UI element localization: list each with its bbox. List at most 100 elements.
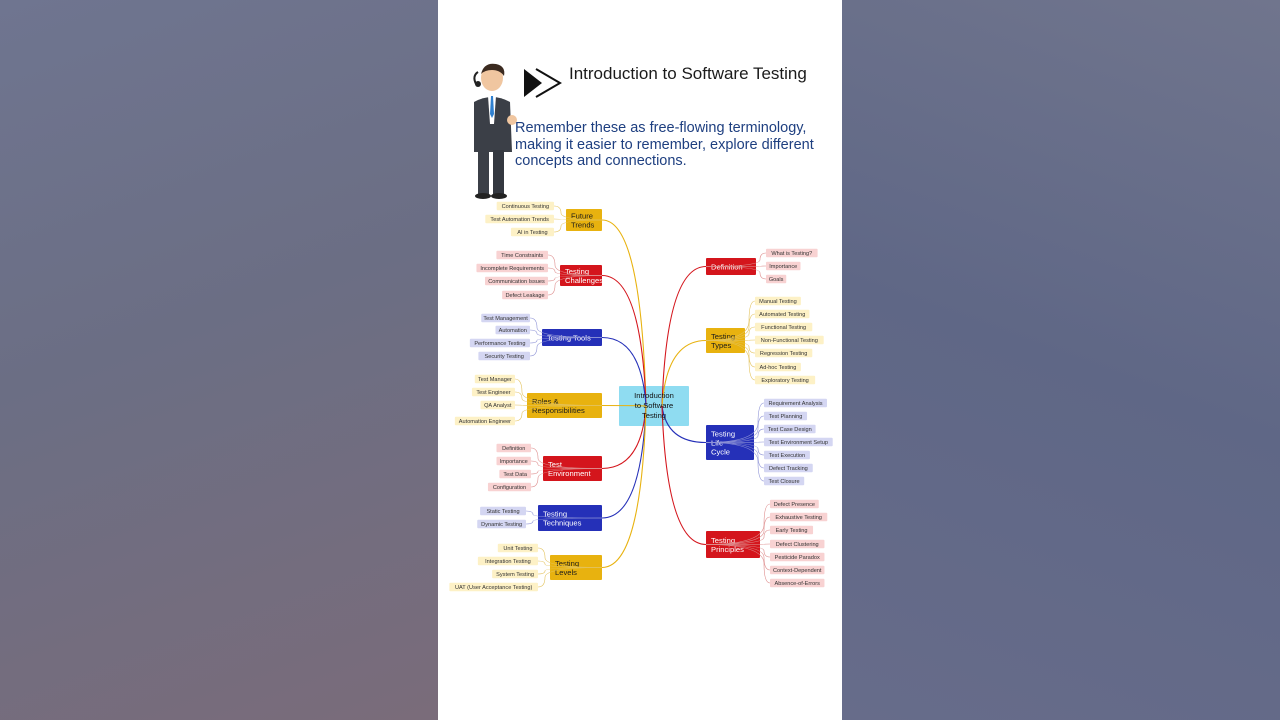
leaf-connector	[705, 313, 756, 341]
leaf-label: Importance	[500, 459, 528, 465]
branch-label: Environment	[548, 469, 592, 478]
leaf-label: Regression Testing	[760, 351, 807, 357]
leaf-node	[476, 263, 548, 273]
branch-connector	[601, 405, 647, 519]
branch-label: Trends	[571, 220, 595, 229]
leaf-connector	[514, 378, 603, 406]
leaf-connector	[705, 300, 756, 341]
branch-label: Cycle	[711, 447, 730, 456]
branch-label: Testing	[711, 429, 735, 438]
leaf-node	[510, 227, 554, 237]
leaf-label: QA Analyst	[484, 403, 512, 409]
leaf-node	[764, 437, 833, 447]
leaf-connector	[537, 547, 603, 568]
leaf-label: Time Constraints	[501, 253, 543, 259]
branch-connector	[601, 336, 647, 407]
leaf-connector	[514, 405, 603, 422]
branch-connector	[601, 219, 647, 407]
leaf-node	[496, 201, 554, 211]
branch-label: Test	[548, 460, 563, 469]
leaf-node	[770, 499, 819, 509]
branch-label: Principles	[711, 545, 744, 554]
leaf-connector	[553, 218, 603, 221]
leaf-connector	[705, 252, 767, 267]
leaf-node	[449, 582, 538, 592]
leaf-label: System Testing	[496, 572, 534, 578]
leaf-node	[770, 525, 814, 535]
leaf-label: Automation Engineer	[459, 419, 511, 425]
branch-connector	[661, 339, 707, 407]
leaf-label: Exhaustive Testing	[775, 515, 822, 521]
leaf-node	[755, 348, 813, 358]
leaf-connector	[547, 267, 603, 276]
leaf-connector	[514, 391, 603, 406]
leaf-label: Manual Testing	[759, 299, 797, 305]
leaf-node	[497, 543, 538, 553]
presenter-illustration	[473, 63, 517, 199]
leaf-connector	[705, 442, 765, 482]
leaf-connector	[705, 340, 756, 368]
leaf-connector	[705, 339, 756, 341]
leaf-label: Goals	[769, 277, 784, 283]
branch-label: Types	[711, 341, 731, 350]
leaf-node	[755, 375, 816, 385]
leaf-node	[764, 476, 805, 486]
leaf-connector	[705, 544, 771, 584]
leaf-label: Importance	[769, 264, 797, 270]
leaf-node	[755, 309, 810, 319]
leaf-connector	[529, 317, 603, 338]
leaf-connector	[705, 442, 765, 456]
leaf-label: Requirement Analysis	[768, 401, 822, 407]
leaf-label: Integration Testing	[485, 559, 531, 565]
leaf-label: Test Execution	[769, 453, 805, 459]
leaf-node	[770, 578, 825, 588]
leaf-node	[764, 463, 813, 473]
leaf-connector	[525, 510, 603, 519]
leaf-connector	[705, 544, 771, 571]
leaf-connector	[705, 265, 767, 267]
center-node	[619, 386, 689, 426]
leaf-label: Performance Testing	[474, 341, 525, 347]
leaf-connector	[537, 567, 603, 575]
leaf-label: Communication Issues	[488, 279, 545, 285]
leaf-node	[766, 261, 801, 271]
leaf-node	[496, 456, 531, 466]
leaf-connector	[705, 340, 756, 381]
leaf-node	[770, 552, 825, 562]
leaf-connector	[705, 516, 771, 545]
leaf-label: Functional Testing	[761, 325, 806, 331]
leaf-node	[481, 313, 530, 323]
leaf-label: Context-Dependent	[773, 568, 822, 574]
leaf-node	[454, 416, 515, 426]
leaf-label: AI in Testing	[517, 230, 547, 236]
background-left	[0, 0, 438, 720]
leaf-connector	[705, 326, 756, 341]
leaf-label: Security Testing	[485, 354, 524, 360]
branch-connector	[601, 274, 647, 407]
leaf-connector	[530, 468, 603, 488]
leaf-connector	[530, 468, 603, 475]
leaf-node	[496, 250, 548, 260]
branch-label: Future	[571, 211, 593, 220]
leaf-connector	[547, 275, 603, 282]
leaf-node	[480, 506, 526, 516]
leaf-label: Defect Clustering	[776, 542, 819, 548]
leaf-node	[469, 338, 530, 348]
center-label: Testing	[642, 411, 666, 420]
leaf-label: Configuration	[493, 485, 526, 491]
branch-label: Testing	[711, 536, 735, 545]
leaf-connector	[705, 543, 771, 545]
leaf-node	[478, 351, 530, 361]
leaf-label: Incomplete Requirements	[480, 266, 544, 272]
leaf-connector	[705, 402, 765, 443]
page-subtitle: Remember these as free-flowing terminolo…	[515, 120, 814, 170]
leaf-label: Defect Tracking	[769, 466, 808, 472]
leaf-connector	[705, 503, 771, 545]
leaf-label: UAT (User Acceptance Testing)	[455, 585, 533, 591]
leaf-label: Test Environment Setup	[769, 440, 828, 446]
leaf-label: Dynamic Testing	[481, 522, 522, 528]
leaf-connector	[553, 205, 603, 221]
leaf-node	[770, 539, 825, 549]
leaf-node	[485, 214, 554, 224]
leaf-connector	[514, 404, 603, 406]
